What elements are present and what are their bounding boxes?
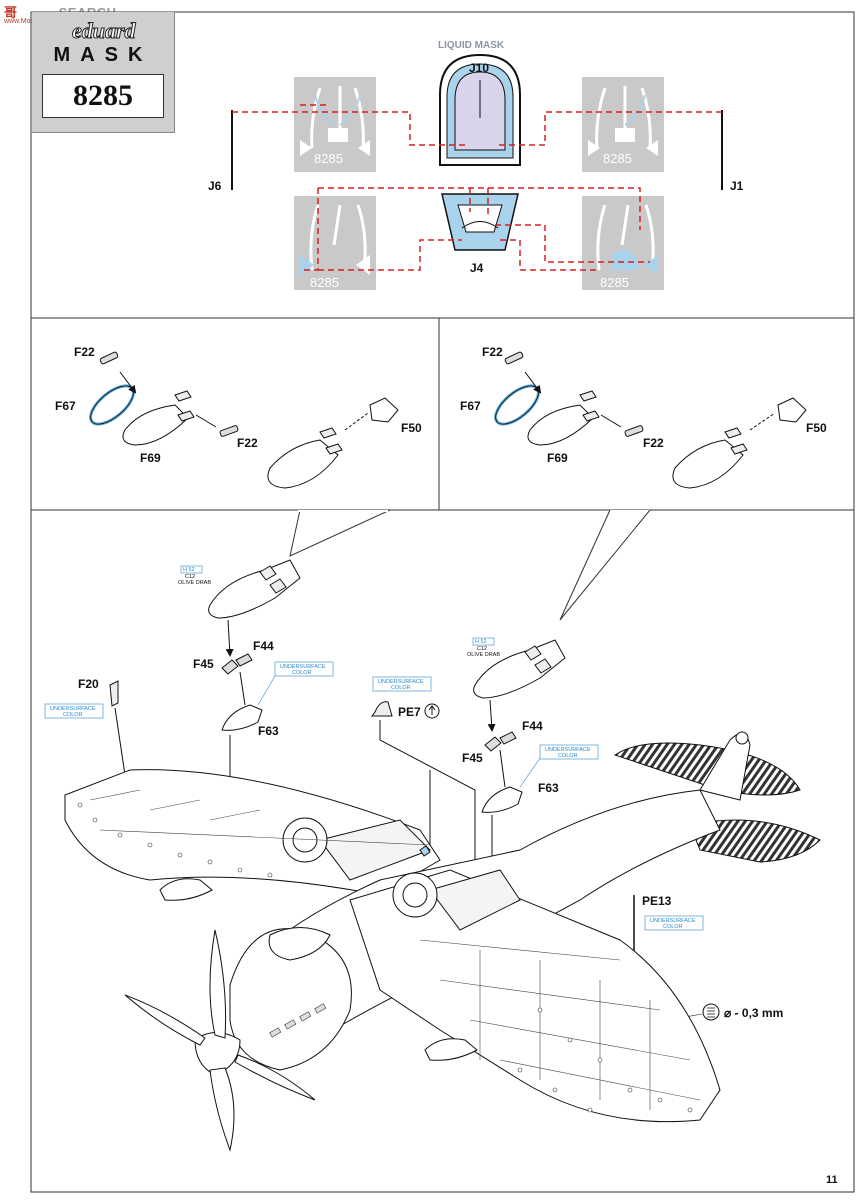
part-f44-left: F44 bbox=[253, 639, 274, 653]
drill-note: ⌀ - 0,3 mm bbox=[724, 1006, 783, 1020]
part-f69-left: F69 bbox=[140, 451, 161, 465]
right-bomb-paint-name: OLIVE DRAB bbox=[467, 652, 500, 658]
part-j4: J4 bbox=[470, 261, 484, 275]
part-f69-right: F69 bbox=[547, 451, 568, 465]
part-pe7-drawing bbox=[371, 701, 476, 870]
bomb-assembly-left bbox=[208, 559, 301, 840]
svg-text:8285: 8285 bbox=[600, 275, 629, 290]
part-f45-right: F45 bbox=[462, 751, 483, 765]
svg-text:UNDERSURFACE: UNDERSURFACE bbox=[50, 706, 96, 712]
svg-text:COLOR: COLOR bbox=[63, 712, 83, 718]
svg-text:8285: 8285 bbox=[603, 151, 632, 166]
part-f67-right: F67 bbox=[460, 399, 481, 413]
svg-text:COLOR: COLOR bbox=[391, 685, 411, 691]
mask-sheet-top-left: 8285 bbox=[294, 77, 376, 172]
part-f22-left-a: F22 bbox=[74, 345, 95, 359]
part-f63-left: F63 bbox=[258, 724, 279, 738]
part-f22-right-a: F22 bbox=[482, 345, 503, 359]
eduard-mask-badge: eduard MASK 8285 bbox=[32, 12, 175, 133]
right-bomb-paint-c: C12 bbox=[477, 646, 487, 652]
aircraft-underside bbox=[64, 731, 821, 1152]
part-f50-right: F50 bbox=[806, 421, 827, 435]
bomb-detail-left bbox=[89, 351, 399, 489]
svg-text:UNDERSURFACE: UNDERSURFACE bbox=[378, 679, 424, 685]
part-j6: J6 bbox=[208, 179, 222, 193]
part-f63-right: F63 bbox=[538, 781, 559, 795]
svg-text:UNDERSURFACE: UNDERSURFACE bbox=[650, 918, 696, 924]
left-bomb-paint-c: C12 bbox=[185, 574, 195, 580]
left-bomb-paint-h: H 52 bbox=[183, 567, 195, 573]
mask-sheet-top-right: 8285 bbox=[582, 77, 664, 172]
page-number: 11 bbox=[826, 1174, 838, 1186]
mask-sheet-bottom-left: 8285 bbox=[294, 196, 376, 290]
mask-sheet-number: 8285 bbox=[314, 151, 343, 166]
mask-connectors bbox=[232, 104, 722, 271]
liquid-mask-title: LIQUID MASK bbox=[438, 40, 505, 51]
part-f20-drawing bbox=[109, 680, 126, 776]
svg-text:COLOR: COLOR bbox=[292, 670, 312, 676]
part-f20: F20 bbox=[78, 677, 99, 691]
part-pe13: PE13 bbox=[642, 894, 672, 908]
svg-text:COLOR: COLOR bbox=[558, 753, 578, 759]
part-f45-left: F45 bbox=[193, 657, 214, 671]
part-f67-left: F67 bbox=[55, 399, 76, 413]
product-line: MASK bbox=[53, 44, 153, 66]
part-f50-left: F50 bbox=[401, 421, 422, 435]
svg-text:UNDERSURFACE: UNDERSURFACE bbox=[545, 747, 591, 753]
svg-text:COLOR: COLOR bbox=[663, 924, 683, 930]
part-f22-right-b: F22 bbox=[643, 436, 664, 450]
canopy-mask-j10 bbox=[439, 53, 521, 166]
bomb-detail-right bbox=[494, 351, 807, 489]
left-bomb-paint-name: OLIVE DRAB bbox=[178, 580, 211, 586]
mask-sheet-bottom-right: 8285 bbox=[582, 196, 664, 290]
right-bomb-paint-h: H 52 bbox=[475, 639, 487, 645]
part-pe7: PE7 bbox=[398, 705, 421, 719]
bomb-assembly-right bbox=[473, 639, 566, 875]
brand-logo: eduard bbox=[72, 18, 137, 44]
part-f22-left-b: F22 bbox=[237, 436, 258, 450]
windshield-mask-j4 bbox=[441, 193, 519, 251]
set-number: 8285 bbox=[42, 74, 164, 118]
svg-text:8285: 8285 bbox=[310, 275, 339, 290]
part-j10: J10 bbox=[469, 61, 489, 75]
svg-text:UNDERSURFACE: UNDERSURFACE bbox=[280, 664, 326, 670]
part-j1: J1 bbox=[730, 179, 744, 193]
part-f44-right: F44 bbox=[522, 719, 543, 733]
